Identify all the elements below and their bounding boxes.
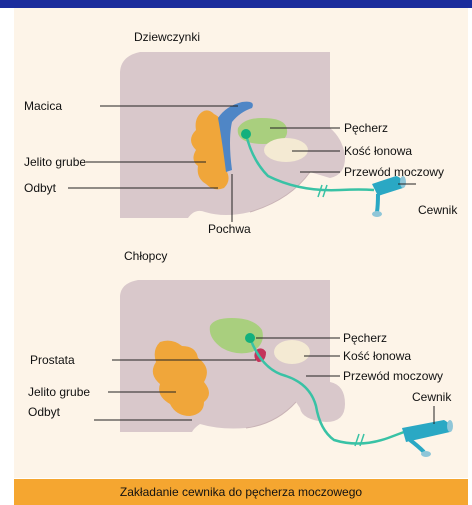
girls-body-silhouette (120, 52, 345, 218)
boys-label-colon: Jelito grube (28, 385, 90, 399)
boys-catheter-cap-top (447, 420, 453, 432)
boys-catheter-cap-bottom (421, 451, 431, 457)
boys-pubic-bone (274, 340, 310, 364)
boys-label-catheter: Cewnik (412, 390, 451, 404)
boys-section-title: Chłopcy (124, 249, 167, 263)
boys-label-urethra: Przewód moczowy (343, 369, 443, 383)
girls-label-anus: Odbyt (24, 181, 56, 195)
boys-label-prostate: Prostata (30, 353, 75, 367)
girls-label-urethra: Przewód moczowy (344, 165, 444, 179)
girls-label-colon: Jelito grube (24, 155, 86, 169)
boys-label-anus: Odbyt (28, 405, 60, 419)
girls-catheter-balloon (241, 129, 251, 139)
girls-label-catheter: Cewnik (418, 203, 457, 217)
diagram-caption: Zakładanie cewnika do pęcherza moczowego (14, 479, 468, 505)
girls-catheter-cap-bottom (372, 211, 382, 217)
girls-section-title: Dziewczynki (134, 30, 200, 44)
boys-label-pubic-bone: Kość łonowa (343, 349, 411, 363)
girls-pubic-bone (264, 138, 308, 162)
girls-label-vagina: Pochwa (208, 222, 251, 236)
boys-catheter-body (402, 420, 450, 442)
girls-label-bladder: Pęcherz (344, 121, 388, 135)
girls-anatomy (68, 52, 416, 222)
girls-catheter-arm (377, 194, 378, 212)
boys-label-bladder: Pęcherz (343, 331, 387, 345)
boys-catheter-balloon (245, 333, 255, 343)
girls-catheter-body (372, 176, 403, 196)
girls-label-pubic-bone: Kość łonowa (344, 144, 412, 158)
girls-label-uterus: Macica (24, 99, 62, 113)
boys-catheter-arm (410, 440, 424, 452)
